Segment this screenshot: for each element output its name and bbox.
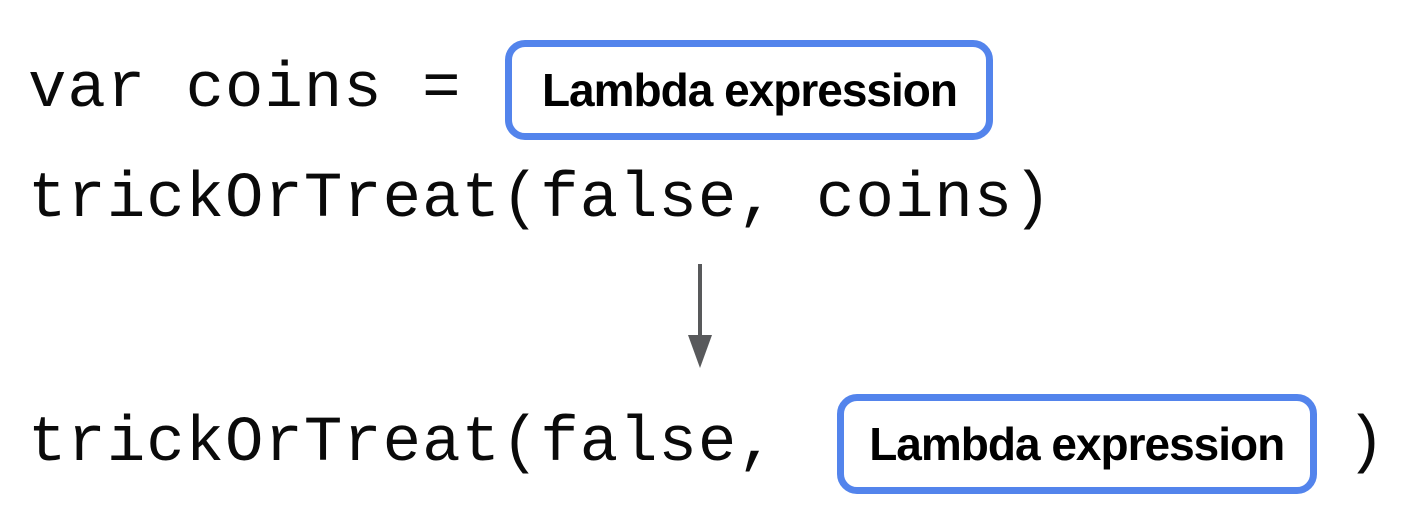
down-arrow-icon — [685, 261, 715, 371]
assignment-line: var coins = Lambda expression — [28, 40, 994, 140]
lambda-expression-box-inlined: Lambda expression — [836, 394, 1317, 494]
lambda-expression-label: Lambda expression — [541, 64, 958, 116]
lambda-expression-box-assignment: Lambda expression — [505, 40, 994, 140]
inlined-call-line: trickOrTreat(false, Lambda expression ) — [28, 394, 1386, 494]
function-call-line: trickOrTreat(false, coins) — [28, 150, 1053, 250]
inlined-call-suffix-text: ) — [1346, 408, 1387, 480]
function-call-code-text: trickOrTreat(false, coins) — [28, 164, 1053, 236]
inlined-call-prefix-text: trickOrTreat(false, — [28, 408, 777, 480]
lambda-expression-label: Lambda expression — [869, 418, 1285, 470]
assignment-code-text: var coins = — [28, 54, 462, 126]
